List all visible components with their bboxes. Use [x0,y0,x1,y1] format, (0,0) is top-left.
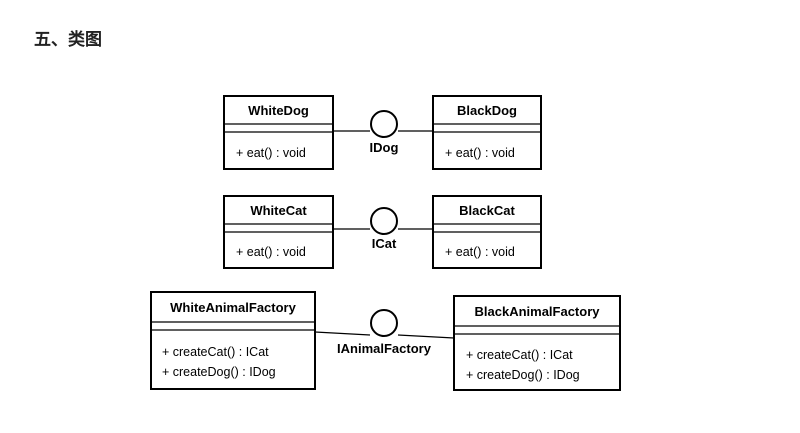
interface-label: ICat [372,236,397,251]
interface-lollipop-icon [370,110,398,138]
interface-lollipop-icon [370,309,398,337]
class-method: + createDog() : IDog [162,365,276,379]
section-title: 五、类图 [34,30,102,50]
class-method: + eat() : void [445,245,515,259]
class-name: WhiteDog [248,103,309,118]
class-whitecat: WhiteCat + eat() : void [223,195,334,269]
class-whiteanimalfactory: WhiteAnimalFactory + createCat() : ICat … [150,291,316,390]
class-name: WhiteCat [250,203,307,218]
class-whitedog: WhiteDog + eat() : void [223,95,334,170]
class-blackcat: BlackCat + eat() : void [432,195,542,269]
class-name: BlackDog [457,103,517,118]
class-name: BlackAnimalFactory [475,304,601,319]
class-method: + eat() : void [236,245,306,259]
class-blackanimalfactory: BlackAnimalFactory + createCat() : ICat … [453,295,621,391]
connector-line [314,331,371,336]
interface-label: IDog [370,140,399,155]
class-name: BlackCat [459,203,515,218]
class-method: + eat() : void [236,146,306,160]
class-name: WhiteAnimalFactory [170,300,296,315]
class-blackdog: BlackDog + eat() : void [432,95,542,170]
class-method: + createCat() : ICat [162,345,269,359]
class-method: + createDog() : IDog [466,368,580,382]
connector-line [397,334,455,339]
class-method: + eat() : void [445,146,515,160]
class-method: + createCat() : ICat [466,348,573,362]
interface-lollipop-icon [370,207,398,235]
interface-label: IAnimalFactory [337,341,432,356]
